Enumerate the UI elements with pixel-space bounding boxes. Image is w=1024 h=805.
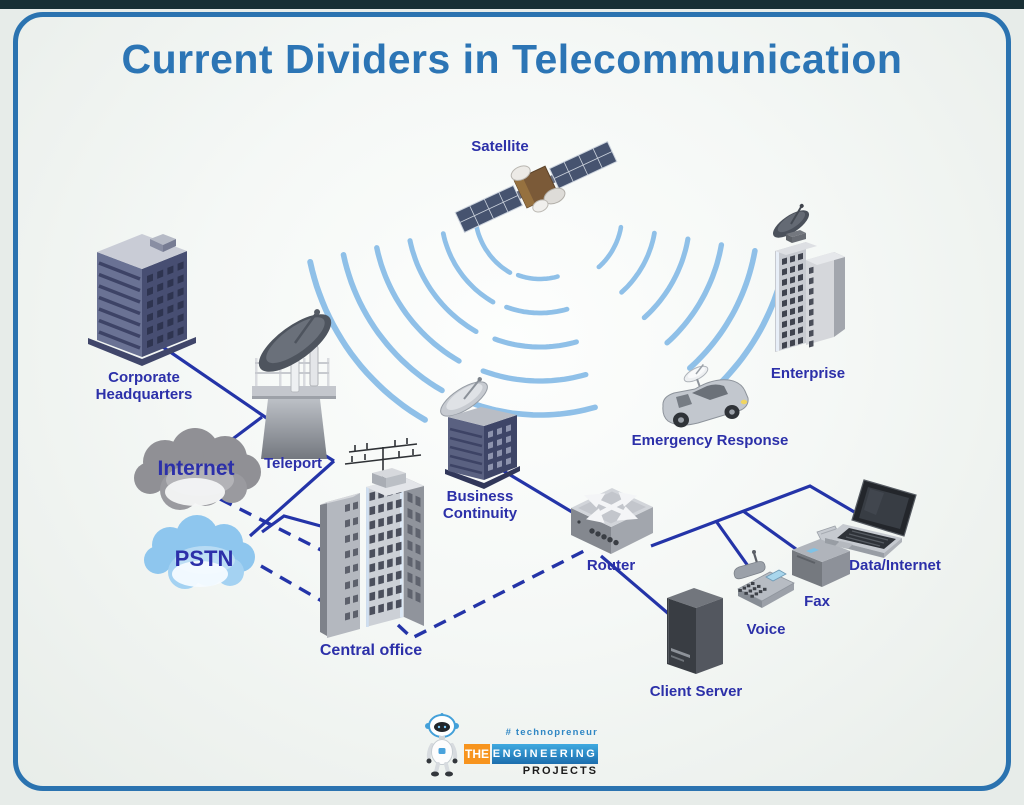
- logo-the: THE: [464, 744, 490, 764]
- label-client-server: Client Server: [649, 683, 743, 700]
- corporate-headquarters-building: [88, 234, 196, 366]
- label-emergency-response: Emergency Response: [631, 432, 789, 449]
- label-internet: Internet: [157, 457, 235, 480]
- satellite-waves: [307, 224, 790, 423]
- pstn-cloud: [144, 515, 255, 589]
- teleport-tower: [252, 309, 336, 459]
- label-router: Router: [586, 557, 636, 574]
- voice-phone: [733, 550, 795, 608]
- label-pstn: PSTN: [174, 546, 234, 571]
- logo-tagline: # technopreneur: [505, 727, 598, 738]
- label-business-continuity: Business Continuity: [442, 488, 518, 523]
- logo-engineering: ENGINEERING: [492, 744, 598, 764]
- label-enterprise: Enterprise: [770, 365, 846, 382]
- page-title: Current Dividers in Telecommunication: [121, 36, 903, 82]
- label-central-office: Central office: [319, 642, 423, 659]
- robot-mascot-icon: [425, 713, 459, 777]
- business-continuity-building: [440, 377, 520, 489]
- logo-projects: PROJECTS: [522, 765, 598, 777]
- emergency-response-vehicle: [662, 363, 749, 428]
- satellite-illustration: [454, 140, 618, 234]
- central-office-building: [320, 438, 424, 638]
- router-device: [571, 488, 653, 554]
- label-data-internet: Data/Internet: [849, 557, 941, 574]
- label-satellite: Satellite: [471, 138, 529, 155]
- frame-border: [13, 12, 1011, 791]
- laptop: [825, 479, 917, 558]
- top-strip: [0, 0, 1024, 9]
- internet-cloud: [134, 428, 261, 510]
- label-fax: Fax: [804, 593, 830, 610]
- label-voice: Voice: [746, 621, 786, 638]
- enterprise-building: [772, 203, 845, 352]
- client-server-tower: [667, 588, 723, 674]
- label-corporate-headquarters: Corporate Headquarters: [95, 369, 193, 404]
- label-teleport: Teleport: [263, 455, 323, 472]
